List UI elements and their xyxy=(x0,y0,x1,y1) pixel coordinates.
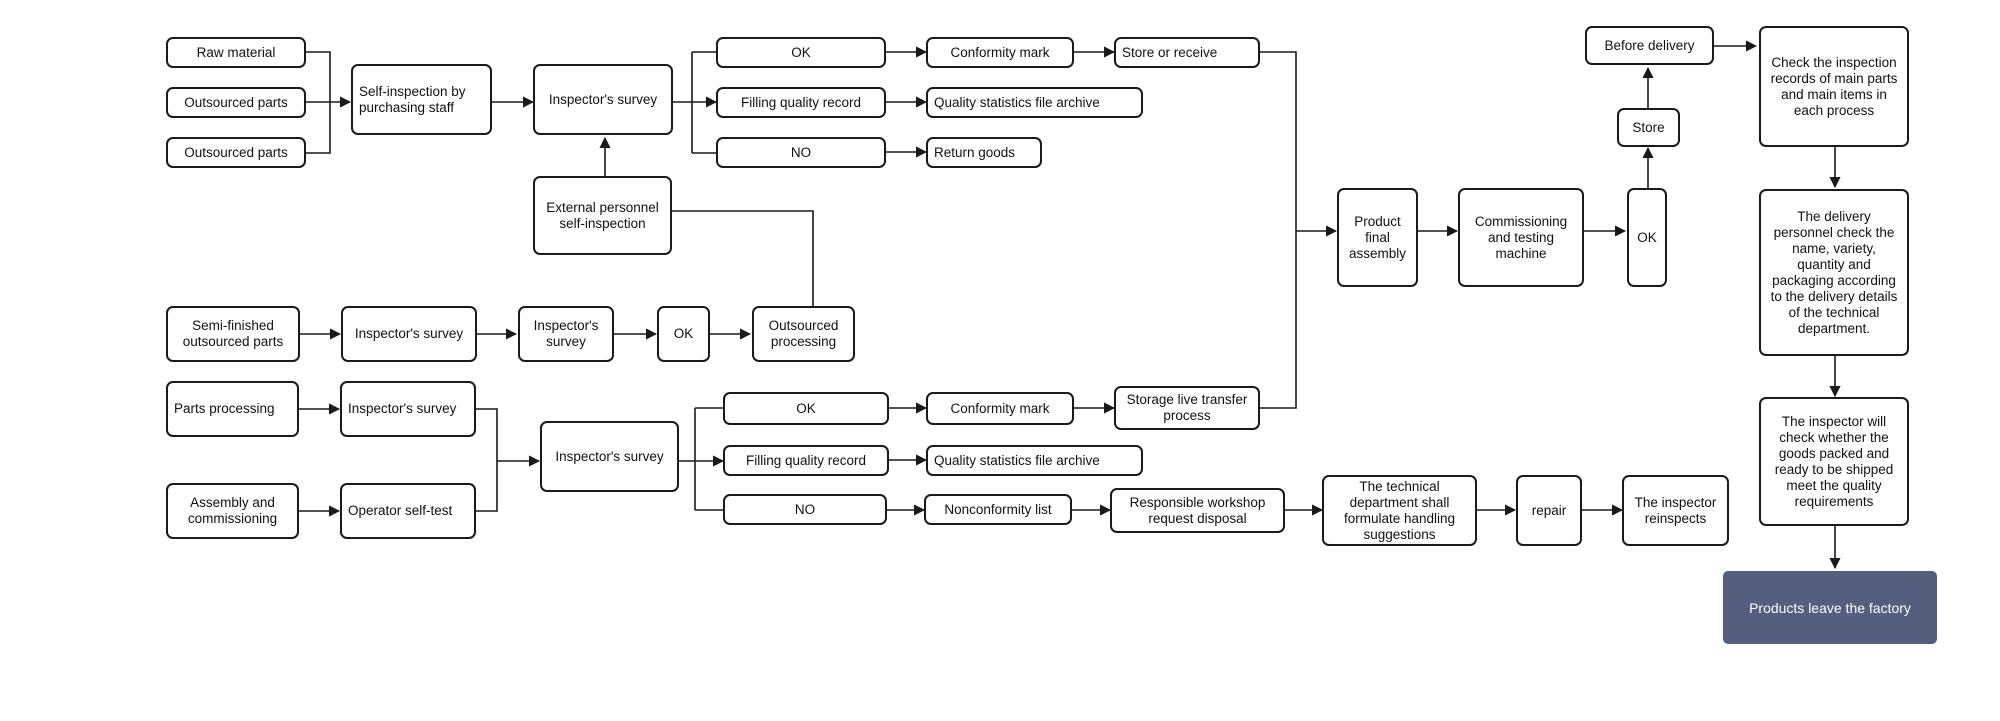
inspector-check-quality-node: The inspector will check whether the goo… xyxy=(1759,397,1909,526)
quality-archive-top-node: Quality statistics file archive xyxy=(926,87,1143,118)
filling-record-bottom-node: Filling quality record xyxy=(723,445,889,476)
outsourced-parts-node-2: Outsourced parts xyxy=(166,137,306,168)
operator-self-test-node: Operator self-test xyxy=(340,483,476,539)
ok-final-node: OK xyxy=(1627,188,1667,287)
assembly-commissioning-node: Assembly and commissioning xyxy=(166,483,299,539)
product-final-assembly-node: Product final assembly xyxy=(1337,188,1418,287)
conformity-mark-top-node: Conformity mark xyxy=(926,37,1074,68)
connector-bottom-merge xyxy=(476,408,498,512)
quality-archive-bottom-node: Quality statistics file archive xyxy=(926,445,1143,476)
store-or-receive-node: Store or receive xyxy=(1114,37,1260,68)
external-self-inspection-node: External personnel self-inspection xyxy=(533,176,672,255)
inspector-survey-top-node: Inspector's survey xyxy=(533,64,673,135)
filling-record-top-node: Filling quality record xyxy=(716,87,886,118)
before-delivery-node: Before delivery xyxy=(1585,26,1714,65)
delivery-personnel-check-node: The delivery personnel check the name, v… xyxy=(1759,189,1909,356)
technical-department-node: The technical department shall formulate… xyxy=(1322,475,1477,546)
ok-bottom-node: OK xyxy=(723,392,889,425)
no-bottom-node: NO xyxy=(723,494,887,525)
commissioning-testing-node: Commissioning and testing machine xyxy=(1458,188,1584,287)
store-node: Store xyxy=(1617,108,1680,147)
inspector-survey-parts-node: Inspector's survey xyxy=(340,381,476,437)
return-goods-node: Return goods xyxy=(926,137,1042,168)
self-inspection-purchasing-node: Self-inspection by purchasing staff xyxy=(351,64,492,135)
conformity-mark-bottom-node: Conformity mark xyxy=(926,392,1074,425)
ok-semi-node: OK xyxy=(657,306,710,362)
nonconformity-list-node: Nonconformity list xyxy=(924,494,1072,525)
connector-bottom-fork xyxy=(679,407,725,511)
inspector-reinspects-node: The inspector reinspects xyxy=(1622,475,1729,546)
no-top-node: NO xyxy=(716,137,886,168)
connector-processing-to-external xyxy=(672,210,814,306)
repair-node: repair xyxy=(1516,475,1582,546)
storage-live-transfer-node: Storage live transfer process xyxy=(1114,386,1260,430)
semi-finished-parts-node: Semi-finished outsourced parts xyxy=(166,306,300,362)
outsourced-parts-node: Outsourced parts xyxy=(166,87,306,118)
raw-material-node: Raw material xyxy=(166,37,306,68)
responsible-workshop-node: Responsible workshop request disposal xyxy=(1110,488,1285,533)
parts-processing-node: Parts processing xyxy=(166,381,299,437)
connector-store-to-assembly xyxy=(1260,51,1297,409)
inspector-survey-semi-node: Inspector's survey xyxy=(341,306,477,362)
inspector-survey-bottom-node: Inspector's survey xyxy=(540,421,679,492)
outsourced-processing-node: Outsourced processing xyxy=(752,306,855,362)
products-leave-node: Products leave the factory xyxy=(1723,571,1937,644)
ok-top-node: OK xyxy=(716,37,886,68)
check-records-node: Check the inspection records of main par… xyxy=(1759,26,1909,147)
inspector-survey-semi-node-2: Inspector's survey xyxy=(518,306,614,362)
